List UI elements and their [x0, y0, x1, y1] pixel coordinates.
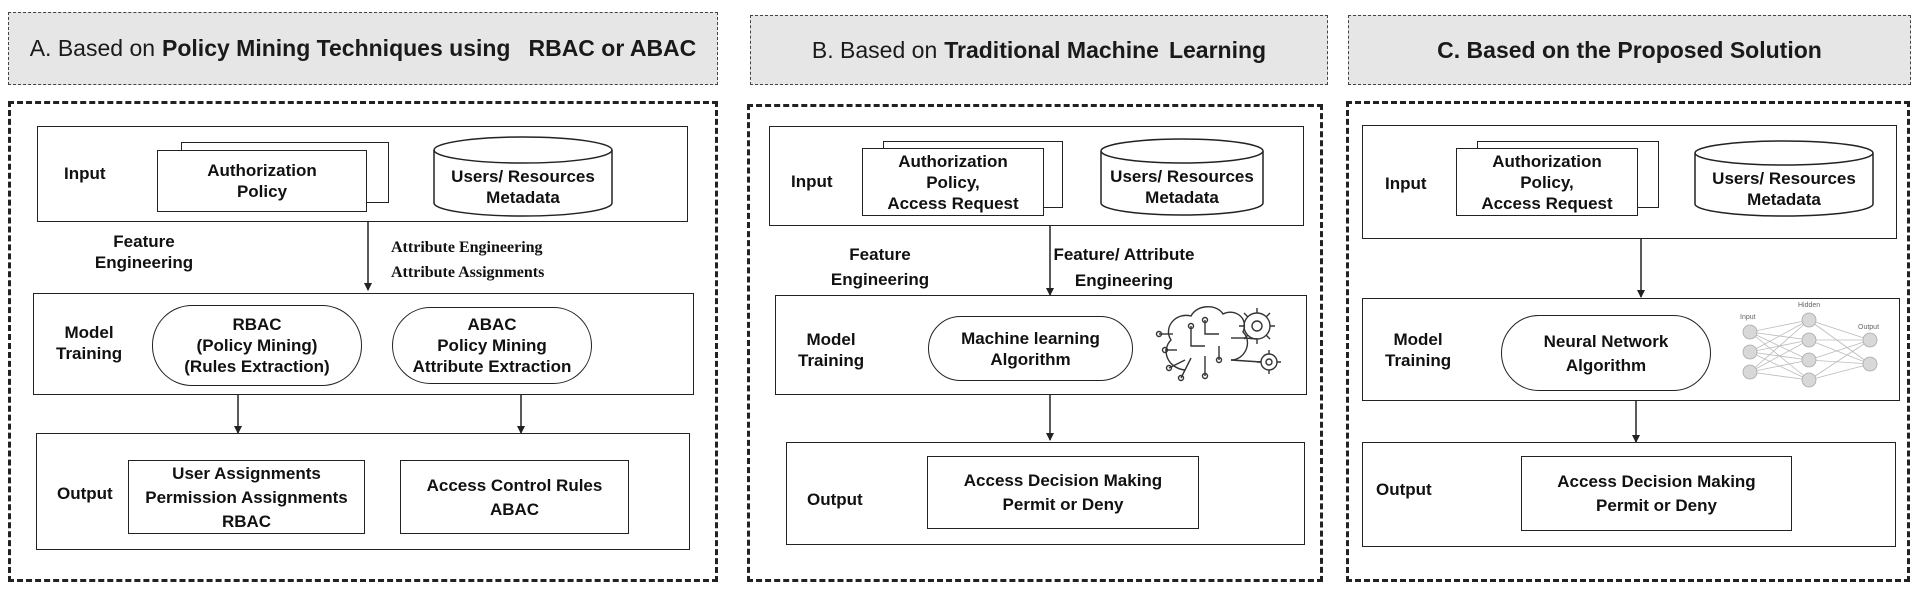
panel-a-rbac-box: RBAC (Policy Mining) (Rules Extraction)	[152, 305, 362, 386]
panel-a-policy-line1: Authorization	[207, 161, 317, 180]
panel-a-feature-line2: Engineering	[94, 253, 194, 272]
panel-c-frame	[1346, 101, 1910, 582]
panel-c-model-line2: Training	[1385, 351, 1452, 370]
panel-b-policy-line1: Authorization	[898, 151, 1008, 171]
panel-c-title: C. Based on the Proposed Solution	[1437, 36, 1822, 63]
panel-b-feature-line1: Feature	[849, 245, 911, 264]
panel-c-algo-line2: Algorithm	[1565, 355, 1647, 375]
nn-output-label: Output	[1858, 324, 1880, 331]
panel-a-metadata-line2: Metadata	[486, 188, 560, 207]
panel-a-feature-label: Feature Engineering	[84, 231, 204, 273]
panel-c-header: C. Based on the Proposed Solution	[1348, 15, 1911, 85]
panel-b-title-mid: Traditional Machine	[944, 36, 1159, 63]
panel-b-policy-doc: Authorization Policy, Access Request	[862, 148, 1044, 216]
panel-c-algo-line1: Neural Network	[1543, 331, 1669, 351]
panel-b-feature-label: Feature Engineering	[820, 244, 940, 290]
panel-b-policy-line2: Policy,	[926, 172, 980, 192]
panel-c-algo-box: Neural Network Algorithm	[1501, 315, 1711, 391]
panel-b-metadata-line2: Metadata	[1145, 188, 1219, 207]
panel-c-policy-line3: Access Request	[1481, 193, 1613, 213]
panel-b-model-label: Model Training	[798, 329, 864, 371]
panel-a-model-row	[33, 293, 694, 395]
panel-a-policy-doc: Authorization Policy	[157, 150, 367, 212]
panel-a-out-left-line1: User Assignments	[172, 463, 321, 483]
panel-b-input-label: Input	[791, 172, 833, 191]
panel-a-out-left-line2: Permission Assignments	[145, 487, 348, 507]
neural-network-icon: Input Hidden Output	[1738, 302, 1888, 397]
panel-b-metadata-line1: Users/ Resources	[1110, 167, 1254, 186]
panel-b-algo-line2: Algorithm	[990, 349, 1071, 369]
panel-b-algo-box: Machine learning Algorithm	[928, 316, 1133, 381]
panel-a-out-left: User Assignments Permission Assignments …	[128, 460, 365, 534]
panel-c-metadata: Users/ Resources Metadata	[1695, 166, 1873, 212]
panel-c-input-label: Input	[1385, 174, 1427, 193]
panel-c-out-line2: Permit or Deny	[1596, 496, 1717, 515]
panel-a-metadata: Users/ Resources Metadata	[434, 164, 612, 210]
panel-b-out-line2: Permit or Deny	[1002, 495, 1124, 514]
panel-a-frame	[8, 101, 718, 582]
panel-a-title-prefix: A. Based on	[29, 35, 156, 61]
panel-a-feature-line1: Feature	[113, 232, 175, 251]
panel-a-abac-box: ABAC Policy Mining Attribute Extraction	[392, 307, 592, 384]
panel-a-metadata-line1: Users/ Resources	[451, 167, 595, 186]
panel-c-policy-doc: Authorization Policy, Access Request	[1456, 148, 1638, 216]
panel-c-metadata-line2: Metadata	[1747, 190, 1821, 209]
panel-b-policy-line3: Access Request	[887, 193, 1019, 213]
panel-b-title-prefix: B. Based on	[811, 36, 938, 63]
panel-a-model-line1: Model	[64, 323, 114, 342]
panel-a-rbac-line1: RBAC	[232, 315, 282, 334]
panel-a-header: A. Based on Policy Mining Techniques usi…	[8, 12, 718, 85]
panel-c-out-box: Access Decision Making Permit or Deny	[1521, 456, 1792, 531]
panel-c-policy-line2: Policy,	[1520, 172, 1574, 192]
panel-c-out-line1: Access Decision Making	[1557, 472, 1756, 491]
panel-b-output-label: Output	[807, 490, 863, 509]
panel-a-attr-line1: Attribute Engineering	[391, 239, 543, 256]
panel-b-model-line1: Model	[806, 330, 856, 349]
panel-a-rbac-line3: (Rules Extraction)	[184, 357, 330, 376]
panel-a-abac-line1: ABAC	[467, 315, 517, 334]
panel-b-metadata: Users/ Resources Metadata	[1101, 164, 1263, 210]
panel-a-input-label: Input	[64, 164, 106, 183]
panel-a-model-line2: Training	[56, 344, 123, 363]
panel-a-out-right-line2: ABAC	[489, 499, 540, 519]
panel-c-model-label: Model Training	[1385, 329, 1451, 371]
panel-b-out-box: Access Decision Making Permit or Deny	[927, 456, 1199, 529]
panel-a-output-label: Output	[57, 484, 113, 503]
panel-b-feature-line2: Engineering	[830, 270, 930, 289]
panel-b-title-end: Learning	[1168, 36, 1267, 63]
panel-a-out-left-line3: RBAC	[221, 511, 272, 531]
panel-a-policy-line2: Policy	[236, 182, 288, 201]
panel-a-model-label: Model Training	[56, 322, 122, 364]
panel-b-header: B. Based on Traditional Machine Learning	[750, 15, 1328, 85]
brain-gears-icon	[1155, 306, 1281, 382]
panel-a-title-mid: Policy Mining Techniques using	[162, 35, 511, 61]
panel-c-output-label: Output	[1376, 480, 1432, 499]
panel-b-model-line2: Training	[798, 351, 865, 370]
panel-b-attr-line1: Feature/ Attribute	[1053, 245, 1195, 264]
panel-c-model-line1: Model	[1393, 330, 1443, 349]
panel-a-attr-label: Attribute Engineering Attribute Assignme…	[391, 235, 544, 285]
panel-b-frame	[747, 104, 1323, 582]
panel-c-policy-line1: Authorization	[1492, 151, 1602, 171]
panel-a-abac-line2: Policy Mining	[437, 336, 547, 355]
nn-hidden-label: Hidden	[1798, 302, 1821, 309]
panel-b-attr-line2: Engineering	[1074, 271, 1174, 290]
panel-a-abac-line3: Attribute Extraction	[412, 357, 572, 376]
panel-c-metadata-line1: Users/ Resources	[1712, 169, 1856, 188]
panel-a-rbac-line2: (Policy Mining)	[196, 336, 318, 355]
nn-input-label: Input	[1740, 314, 1756, 321]
panel-a-attr-line2: Attribute Assignments	[391, 264, 545, 281]
panel-b-attr-label: Feature/ Attribute Engineering	[1052, 244, 1196, 291]
panel-b-out-line1: Access Decision Making	[963, 471, 1163, 490]
panel-a-out-right: Access Control Rules ABAC	[400, 460, 629, 534]
panel-a-out-right-line1: Access Control Rules	[426, 475, 603, 495]
panel-b-algo-line1: Machine learning	[961, 328, 1100, 348]
panel-a-title-end: RBAC or ABAC	[528, 35, 697, 61]
